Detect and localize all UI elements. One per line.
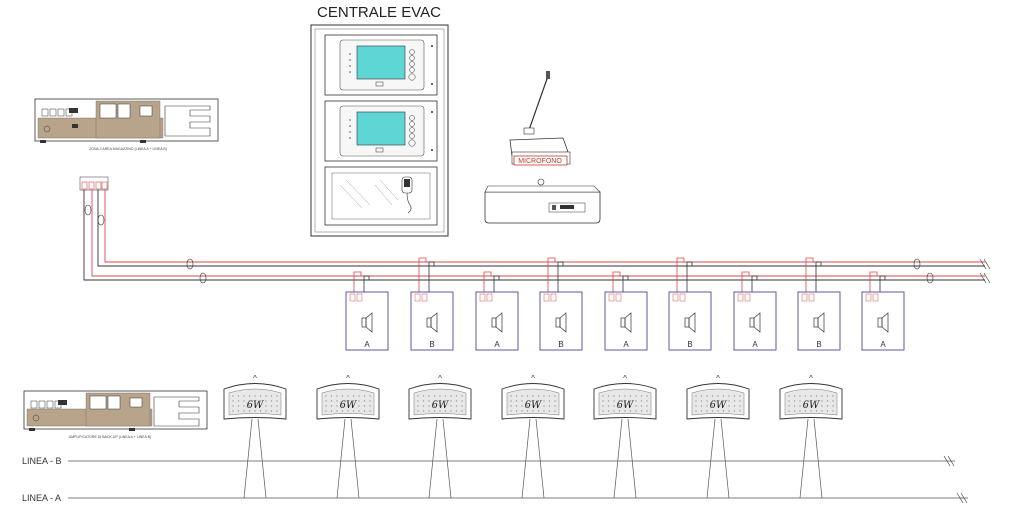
evac-control-module-2 — [324, 100, 438, 162]
ceiling-speaker-row: ^ 6W ^ 6W ^ 6W ^ 6W ^ 6W ^ 6W ^ 6W — [223, 374, 843, 499]
wall-speaker: A — [604, 271, 648, 351]
ceiling-speaker-power: 6W — [710, 400, 727, 411]
ceiling-speaker-mark: ^ — [531, 374, 535, 383]
speaker-grille — [228, 388, 282, 416]
wall-speaker-line-label: A — [880, 340, 886, 349]
evac-central-cabinet — [310, 24, 449, 237]
ceiling-speaker: ^ 6W — [501, 374, 565, 499]
wall-speaker-line-label: B — [558, 340, 563, 349]
wall-speaker: B — [410, 257, 454, 351]
speaker-grille — [784, 388, 838, 416]
wall-speaker-line-label: A — [364, 340, 370, 349]
ceiling-speaker-mark: ^ — [716, 374, 720, 383]
speaker-icon — [361, 312, 373, 333]
wall-speaker-line-label: B — [687, 340, 692, 349]
ceiling-speaker: ^ 6W — [408, 374, 472, 499]
ceiling-speaker-mark: ^ — [809, 374, 813, 383]
speaker-icon — [684, 312, 696, 333]
ceiling-speaker-mark: ^ — [623, 374, 627, 383]
microphone-label-box — [513, 155, 568, 166]
terminal-block — [79, 176, 109, 191]
desk-microphone: MICROFONO — [509, 71, 571, 166]
speaker-icon — [491, 312, 503, 333]
ceiling-lines: LINEA - B LINEA - A — [22, 455, 968, 504]
linea-b-label: LINEA - B — [22, 456, 62, 466]
amplifier-backup-label: AMPLIFICATORE DI BACK-UP (LINEA A + LINE… — [69, 435, 151, 439]
wall-speaker-line-label: B — [816, 340, 821, 349]
ceiling-speaker-power: 6W — [432, 400, 449, 411]
ceiling-speaker-power: 6W — [525, 400, 542, 411]
speaker-icon — [555, 312, 567, 333]
emergency-mic-compartment — [324, 166, 438, 226]
speaker-icon — [813, 312, 825, 333]
speaker-grille — [691, 388, 745, 416]
amplifier-backup: AMPLIFICATORE DI BACK-UP (LINEA A + LINE… — [23, 390, 208, 439]
speaker-grille — [321, 388, 375, 416]
ceiling-speaker-mark: ^ — [438, 374, 442, 383]
wall-speaker-line-label: A — [752, 340, 758, 349]
ceiling-speaker: ^ 6W — [779, 374, 843, 499]
wall-speaker: B — [539, 257, 583, 351]
display-screen — [356, 111, 406, 146]
ceiling-speaker-power: 6W — [617, 400, 634, 411]
ceiling-speaker-power: 6W — [340, 400, 357, 411]
wall-speaker: A — [345, 271, 389, 351]
speaker-grille — [413, 388, 467, 416]
wall-speaker-line-label: A — [494, 340, 500, 349]
speaker-icon — [426, 312, 438, 333]
linea-a-label: LINEA - A — [22, 493, 61, 503]
wall-speaker-line-label: A — [623, 340, 629, 349]
wall-speaker: A — [733, 271, 777, 351]
speaker-grille — [506, 388, 560, 416]
evac-control-module-1 — [324, 34, 438, 96]
ceiling-speaker: ^ 6W — [223, 374, 287, 499]
diagram-title: CENTRALE EVAC — [317, 4, 441, 21]
amplifier-zone-label: ZONA 3 AREA MAGAZZINO (LINEA A + LINEA B… — [89, 147, 167, 151]
ceiling-speaker: ^ 6W — [593, 374, 657, 499]
speaker-icon — [749, 312, 761, 333]
speaker-icon — [620, 312, 632, 333]
wall-speaker: A — [475, 271, 519, 351]
wall-speaker: B — [797, 257, 841, 351]
ceiling-speaker-power: 6W — [247, 400, 264, 411]
display-screen — [356, 45, 406, 80]
ceiling-speaker-mark: ^ — [253, 374, 257, 383]
wall-speaker: A — [861, 271, 905, 351]
ceiling-speaker: ^ 6W — [686, 374, 750, 499]
ceiling-speaker: ^ 6W — [316, 374, 380, 499]
wall-speaker: B — [668, 257, 712, 351]
speaker-icon — [877, 312, 889, 333]
ceiling-speaker-power: 6W — [803, 400, 820, 411]
wall-speaker-line-label: B — [429, 340, 434, 349]
speaker-grille — [598, 388, 652, 416]
microphone-label: MICROFONO — [518, 158, 562, 165]
ceiling-speaker-mark: ^ — [346, 374, 350, 383]
amplifier-zone-3: ZONA 3 AREA MAGAZZINO (LINEA A + LINEA B… — [34, 98, 219, 151]
paging-console — [484, 178, 601, 224]
